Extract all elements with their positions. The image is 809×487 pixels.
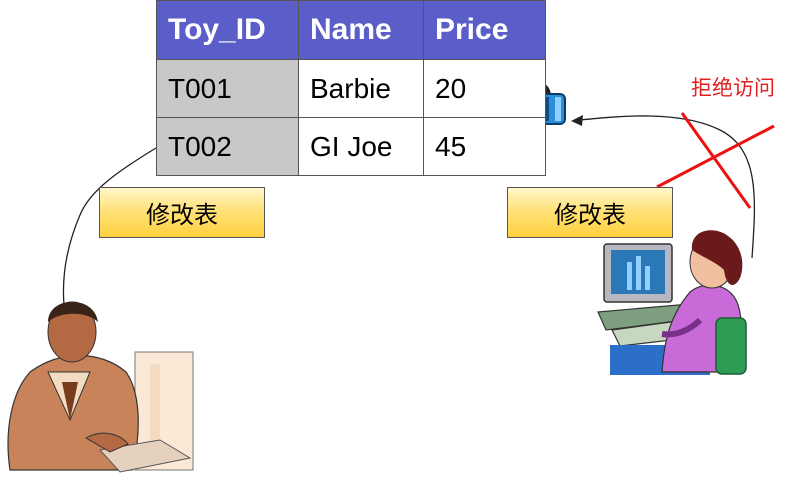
cell-price: 45	[423, 117, 546, 176]
left-action-label: 修改表	[99, 187, 265, 238]
table-header-row: Toy_ID Name Price	[156, 0, 546, 60]
table-row: T002 GI Joe 45	[156, 117, 546, 176]
denied-cross-icon	[656, 112, 775, 209]
man-at-computer-icon	[7, 301, 194, 473]
cell-toy-id: T001	[156, 59, 299, 118]
cell-price: 20	[423, 59, 546, 118]
cell-name: Barbie	[298, 59, 424, 118]
access-denied-label: 拒绝访问	[691, 76, 775, 100]
column-header-price: Price	[423, 0, 546, 60]
toy-table: Toy_ID Name Price T001 Barbie 20 T002 GI…	[156, 0, 546, 176]
arrowhead-icon	[571, 115, 583, 126]
left-connector-line	[62, 147, 157, 306]
table-row: T001 Barbie 20	[156, 59, 546, 118]
cell-name: GI Joe	[298, 117, 424, 176]
right-connector-line	[579, 115, 756, 259]
right-action-label: 修改表	[507, 187, 673, 238]
woman-at-computer-icon	[597, 230, 747, 375]
cell-toy-id: T002	[156, 117, 299, 176]
column-header-name: Name	[298, 0, 424, 60]
column-header-toy-id: Toy_ID	[156, 0, 299, 60]
